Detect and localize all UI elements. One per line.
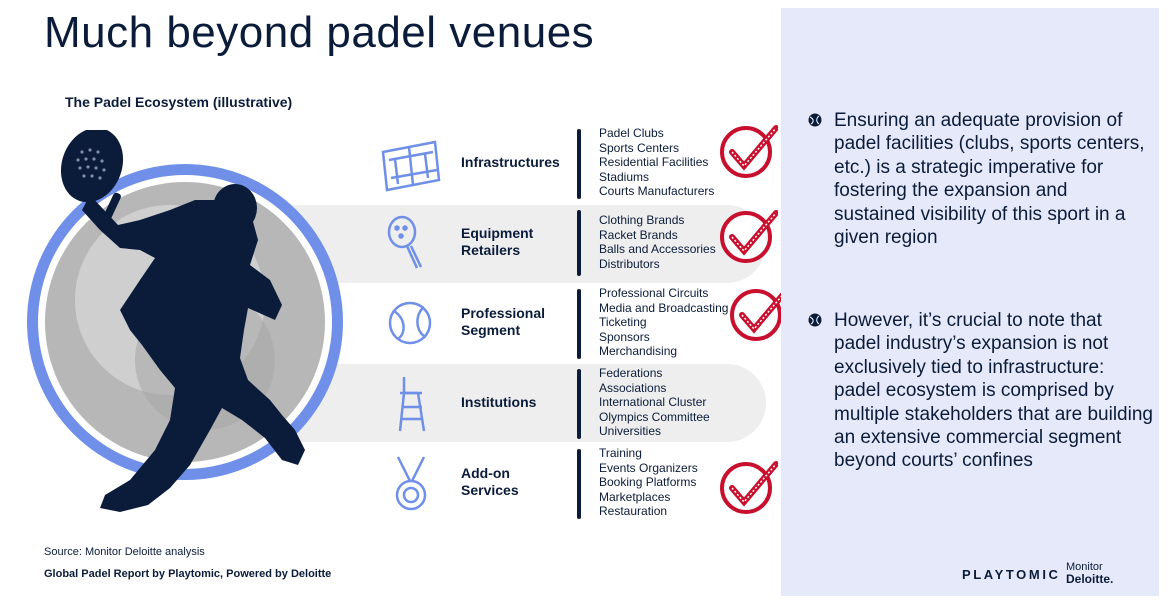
list-item: Media and Broadcasting [599, 300, 729, 315]
page-title: Much beyond padel venues [44, 8, 595, 57]
list-item: Sponsors [599, 329, 650, 344]
source-note: Source: Monitor Deloitte analysis [44, 546, 205, 558]
list-item: Sports Centers [599, 140, 680, 155]
racket-icon [387, 215, 423, 269]
row-label-institutions: Institutions [461, 394, 537, 410]
row-label-professional-segment: Professional Segment [461, 305, 546, 338]
list-item: Courts Manufacturers [599, 184, 715, 199]
row-divider [577, 129, 581, 199]
row-items-add-on-services: Training Events Organizers Booking Platf… [599, 446, 698, 519]
check-badge-icon [720, 125, 778, 178]
list-item: Padel Clubs [599, 126, 664, 140]
band-institutions [293, 364, 766, 442]
row-divider [577, 210, 581, 276]
logo-line-deloitte: Deloitte. [1066, 572, 1114, 586]
insight-text: Ensuring an adequate provision of padel … [834, 110, 1145, 249]
row-divider [577, 369, 581, 439]
list-item: Residential Facilities [599, 155, 709, 170]
insight-bullet: However, it’s crucial to note that padel… [808, 309, 1153, 473]
umpire-chair-icon [398, 377, 426, 432]
padel-player-illustration [27, 130, 343, 512]
check-badge-icon [730, 288, 788, 341]
list-item: Ticketing [599, 315, 647, 330]
list-item: Distributors [599, 256, 660, 271]
court-icon [381, 140, 441, 192]
list-item: Booking Platforms [599, 475, 697, 490]
row-divider [577, 449, 581, 519]
band-equipment [293, 205, 766, 283]
row-label-add-on-services: Add-on Services [461, 465, 519, 498]
monitor-deloitte-logo: Monitor Deloitte. [1066, 561, 1113, 585]
list-item: Training [599, 446, 642, 460]
check-badge-icon [720, 210, 778, 263]
bullet-ball-icon [808, 113, 822, 127]
list-item: Universities [599, 424, 662, 439]
row-label-infrastructures: Infrastructures [461, 154, 560, 170]
insight-bullet: Ensuring an adequate provision of padel … [808, 109, 1153, 249]
list-item: Restauration [599, 504, 668, 519]
list-item: Marketplaces [599, 489, 671, 504]
row-items-professional-segment: Professional Circuits Media and Broadcas… [599, 286, 728, 359]
playtomic-logo: PLAYTOMIC [962, 567, 1061, 582]
bullet-ball-icon [808, 313, 822, 327]
ecosystem-subtitle: The Padel Ecosystem (illustrative) [65, 94, 293, 110]
list-item: International Cluster [599, 395, 707, 410]
report-footer: Global Padel Report by Playtomic, Powere… [44, 568, 332, 580]
insights-panel [781, 8, 1159, 596]
list-item: Balls and Accessories [599, 242, 716, 257]
list-item: Clothing Brands [599, 213, 685, 227]
insight-text: However, it’s crucial to note that padel… [834, 310, 1153, 472]
list-item: Merchandising [599, 344, 678, 359]
list-item: Olympics Committee [599, 409, 710, 424]
row-label-equipment-retailers: Equipment Retailers [461, 225, 534, 258]
list-item: Federations [599, 366, 663, 380]
list-item: Associations [599, 380, 667, 395]
logo-line-monitor: Monitor [1066, 561, 1103, 573]
list-item: Events Organizers [599, 460, 698, 475]
ball-icon [388, 301, 432, 345]
list-item: Stadiums [599, 169, 650, 184]
list-item: Professional Circuits [599, 286, 709, 300]
check-badge-icon [720, 461, 778, 514]
row-divider [577, 289, 581, 359]
row-items-institutions: Federations Associations International C… [599, 366, 710, 439]
row-items-infrastructures: Padel Clubs Sports Centers Residential F… [599, 126, 714, 199]
list-item: Racket Brands [599, 227, 678, 242]
medal-icon [395, 456, 427, 511]
row-items-equipment-retailers: Clothing Brands Racket Brands Balls and … [599, 213, 716, 271]
